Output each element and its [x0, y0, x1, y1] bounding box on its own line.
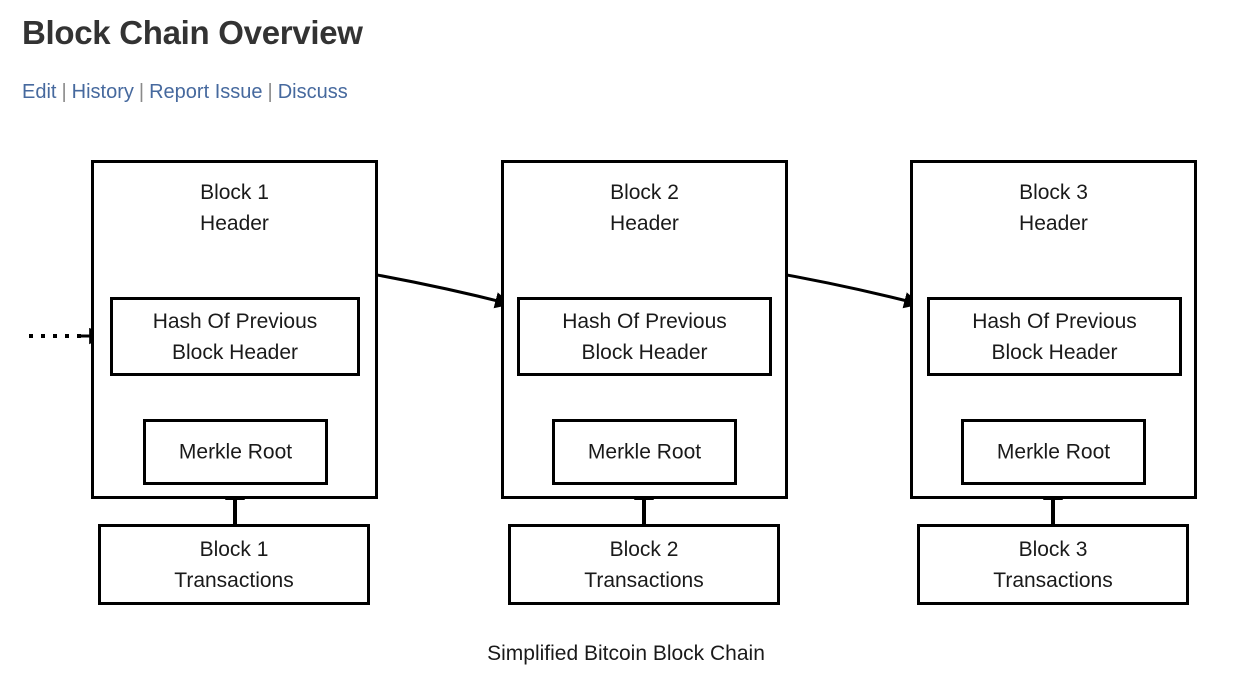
chain-continues-dot	[53, 334, 57, 338]
block-2-hash-of-previous-box: Hash Of Previous Block Header	[517, 297, 772, 376]
nav-separator: |	[138, 81, 145, 103]
chain-continues-dot	[41, 334, 45, 338]
chain-continues-dot	[29, 334, 33, 338]
page-title: Block Chain Overview	[22, 14, 363, 51]
block-2-hash-of-previous-label: Hash Of Previous Block Header	[562, 309, 727, 364]
diagram-caption: Simplified Bitcoin Block Chain	[487, 642, 765, 665]
block-3-header-label: Block 3 Header	[1019, 181, 1088, 235]
block-3-hash-of-previous-box: Hash Of Previous Block Header	[927, 297, 1182, 376]
block-1-merkle-root-box: Merkle Root	[143, 419, 328, 485]
block-1-merkle-root-label: Merkle Root	[178, 440, 293, 464]
block-2-merkle-root-label: Merkle Root	[587, 440, 702, 464]
block-1-hash-of-previous-label: Hash Of Previous Block Header	[152, 309, 318, 364]
link-edit[interactable]: Edit	[22, 81, 57, 103]
block-3-merkle-root-box: Merkle Root	[961, 419, 1146, 485]
chain-continues-dot	[65, 334, 69, 338]
nav-separator: |	[61, 81, 67, 103]
block-2-merkle-root-box: Merkle Root	[552, 419, 737, 485]
link-discuss[interactable]: Discuss	[277, 81, 348, 103]
link-report-issue[interactable]: Report Issue	[149, 81, 263, 103]
block-3-hash-of-previous-label: Hash Of Previous Block Header	[972, 309, 1137, 364]
block-3-transactions-label: Block 3 Transactions	[993, 537, 1113, 592]
block-2-transactions-label: Block 2 Transactions	[584, 537, 704, 592]
block-2-transactions-box: Block 2 Transactions	[508, 524, 780, 605]
page-action-links: Edit|History|Report Issue|Discuss	[22, 79, 348, 105]
link-history[interactable]: History	[71, 81, 134, 103]
block-1-transactions-box: Block 1 Transactions	[98, 524, 370, 605]
nav-separator: |	[267, 81, 273, 103]
block-3-merkle-root-label: Merkle Root	[996, 440, 1111, 464]
block-3-transactions-box: Block 3 Transactions	[917, 524, 1189, 605]
block-1-header-label: Block 1 Header	[200, 181, 269, 235]
chain-continues-dot	[77, 334, 81, 338]
block-2-header-label: Block 2 Header	[610, 181, 679, 235]
block-1-transactions-label: Block 1 Transactions	[174, 537, 294, 592]
block-1-hash-of-previous-box: Hash Of Previous Block Header	[110, 297, 360, 376]
